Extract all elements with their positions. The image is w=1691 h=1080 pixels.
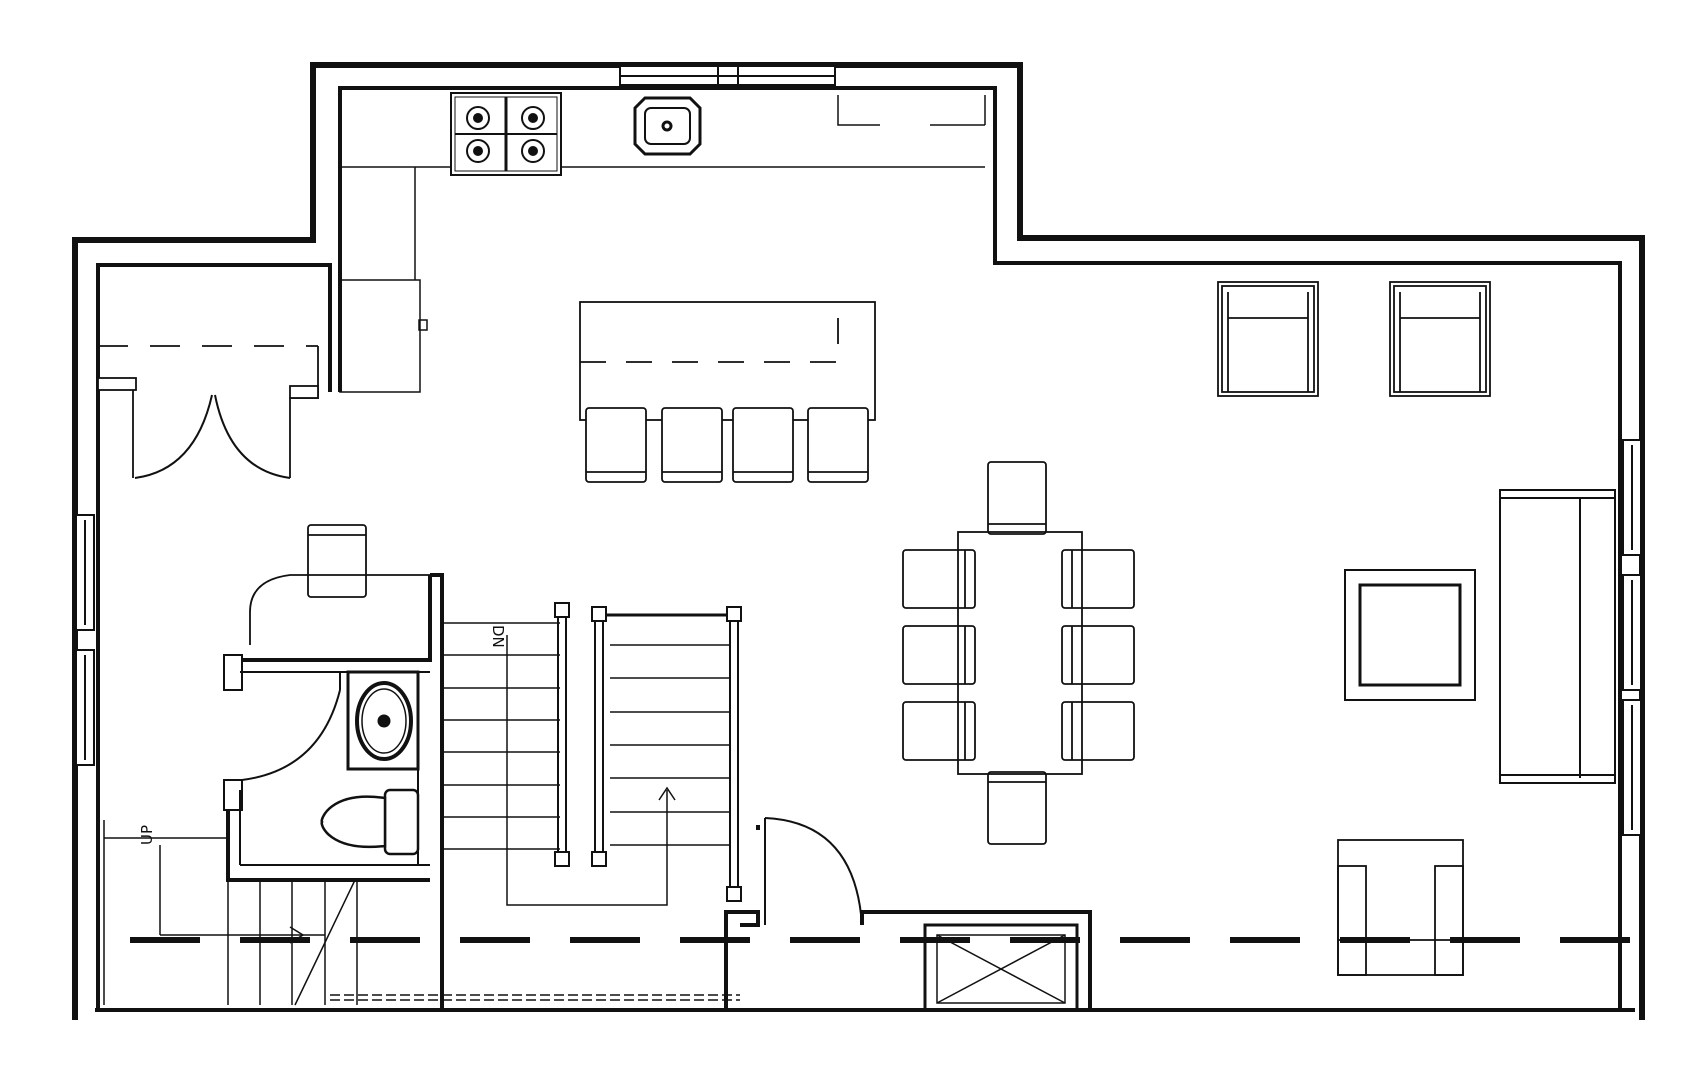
- stair-rail: [554, 602, 742, 902]
- stool-chair-icon: [661, 407, 723, 483]
- toilet-icon: [320, 788, 420, 856]
- entry-closet: [97, 345, 319, 478]
- closet-door-swing-icon: [134, 394, 291, 479]
- elevator-shaft: [923, 923, 1079, 1012]
- dining-chair-icon: [1061, 549, 1135, 609]
- sink-icon: [633, 96, 702, 156]
- stair-lower-label: UP: [138, 825, 156, 845]
- stool-chair-icon: [585, 407, 647, 483]
- desk-chair-area: [249, 574, 430, 645]
- main-stair: [443, 622, 730, 906]
- bottom-walls: [724, 825, 1092, 1010]
- cooktop-icon: [450, 92, 562, 176]
- powder-door-swing-icon: [241, 672, 341, 781]
- dining-table: [957, 531, 1083, 775]
- bottom-armchair: [1337, 839, 1464, 976]
- kitchen-counter: [339, 95, 986, 393]
- dining-chair-icon: [902, 549, 976, 609]
- armchair-icon: [1217, 281, 1319, 397]
- lower-stair: [103, 820, 740, 1006]
- stool-chair-icon: [807, 407, 869, 483]
- stair-main-label: DN: [489, 625, 507, 648]
- dining-chair-icon: [902, 701, 976, 761]
- top-window: [619, 65, 836, 86]
- left-windows: [75, 514, 95, 766]
- armchair-icon: [1389, 281, 1491, 397]
- dining-chair-icon: [987, 461, 1047, 535]
- dining-chair-icon: [902, 625, 976, 685]
- stool-chair-icon: [732, 407, 794, 483]
- right-windows: [1622, 439, 1642, 836]
- dining-chair-icon: [1061, 701, 1135, 761]
- dining-chair-icon: [1061, 625, 1135, 685]
- vanity-sink-icon: [346, 670, 420, 771]
- interior-wall-lines: [95, 86, 1635, 1012]
- dining-chair-icon: [987, 771, 1047, 845]
- sofa: [1499, 489, 1616, 784]
- kitchen-island: [579, 301, 876, 421]
- chair-layer: [307, 281, 1491, 845]
- office-chair-icon: [307, 524, 367, 598]
- door-swing-icon: [764, 817, 863, 926]
- coffee-table: [1344, 569, 1476, 701]
